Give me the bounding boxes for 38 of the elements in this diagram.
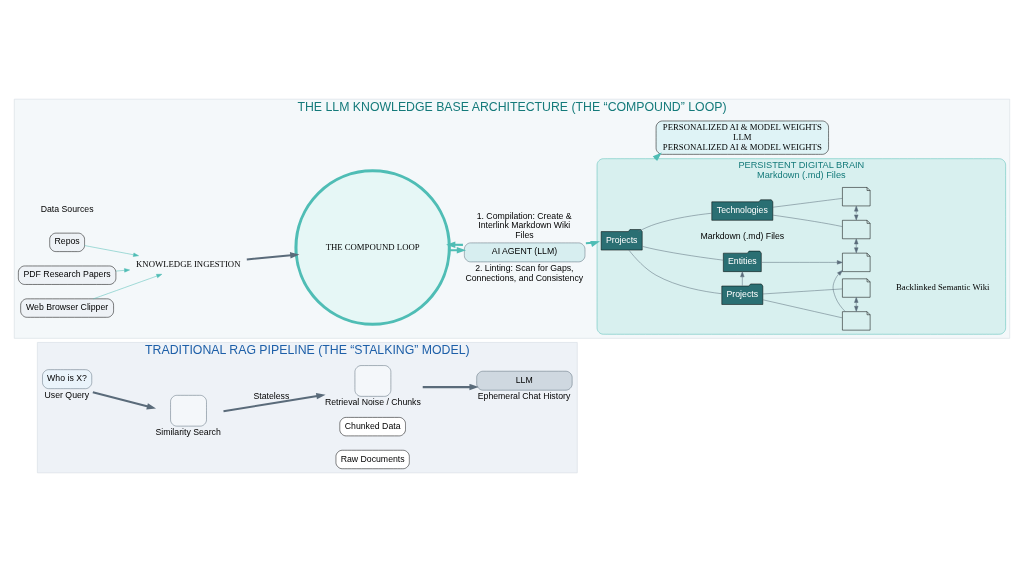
node-label: User Query	[44, 389, 90, 400]
connector	[762, 299, 843, 319]
label: Markdown (.md) Files	[700, 230, 785, 241]
arrow	[854, 205, 859, 221]
arrow	[92, 391, 157, 410]
connector	[762, 288, 843, 295]
connector	[772, 198, 843, 208]
node-box: Web Browser Clipper	[20, 298, 114, 318]
node-box: PDF Research Papers	[18, 265, 117, 285]
arrow	[246, 252, 300, 261]
arrow	[854, 238, 859, 254]
arrow	[740, 271, 745, 286]
node-box: Raw Documents	[335, 450, 410, 469]
arrow	[115, 268, 130, 273]
arrow	[854, 297, 859, 312]
connector	[642, 246, 724, 261]
connector	[628, 249, 723, 294]
node-label: Similarity Search	[155, 427, 221, 438]
connector	[637, 212, 712, 232]
edge-label: Stateless	[253, 390, 290, 401]
arrow	[761, 260, 843, 265]
node-box: PERSONALIZED AI & MODEL WEIGHTS LLM PERSONALIZED AI & MODEL WEIGHTS	[655, 120, 829, 155]
arrow	[223, 392, 326, 413]
node-circle: THE COMPOUND LOOP	[294, 169, 451, 326]
node-box: Chunked Data	[339, 417, 406, 437]
arrow	[422, 383, 479, 391]
node-label: Ephemeral Chat History	[477, 391, 571, 402]
label: Data Sources	[40, 203, 94, 214]
arrow	[449, 246, 467, 254]
node-box: Repos	[49, 232, 85, 252]
node-label: 2. Linting: Scan for Gaps, Connections, and Consistency	[465, 262, 584, 283]
node-label: Backlinked Semantic Wiki	[896, 282, 990, 293]
node-text: KNOWLEDGE INGESTION	[136, 259, 241, 270]
arrow	[84, 245, 139, 257]
node-label: Retrieval Noise / Chunks	[324, 397, 421, 408]
connector	[772, 214, 843, 227]
node-label: 1. Compilation: Create & Interlink Markdown Wiki Files	[476, 210, 572, 241]
arrow	[832, 270, 846, 312]
